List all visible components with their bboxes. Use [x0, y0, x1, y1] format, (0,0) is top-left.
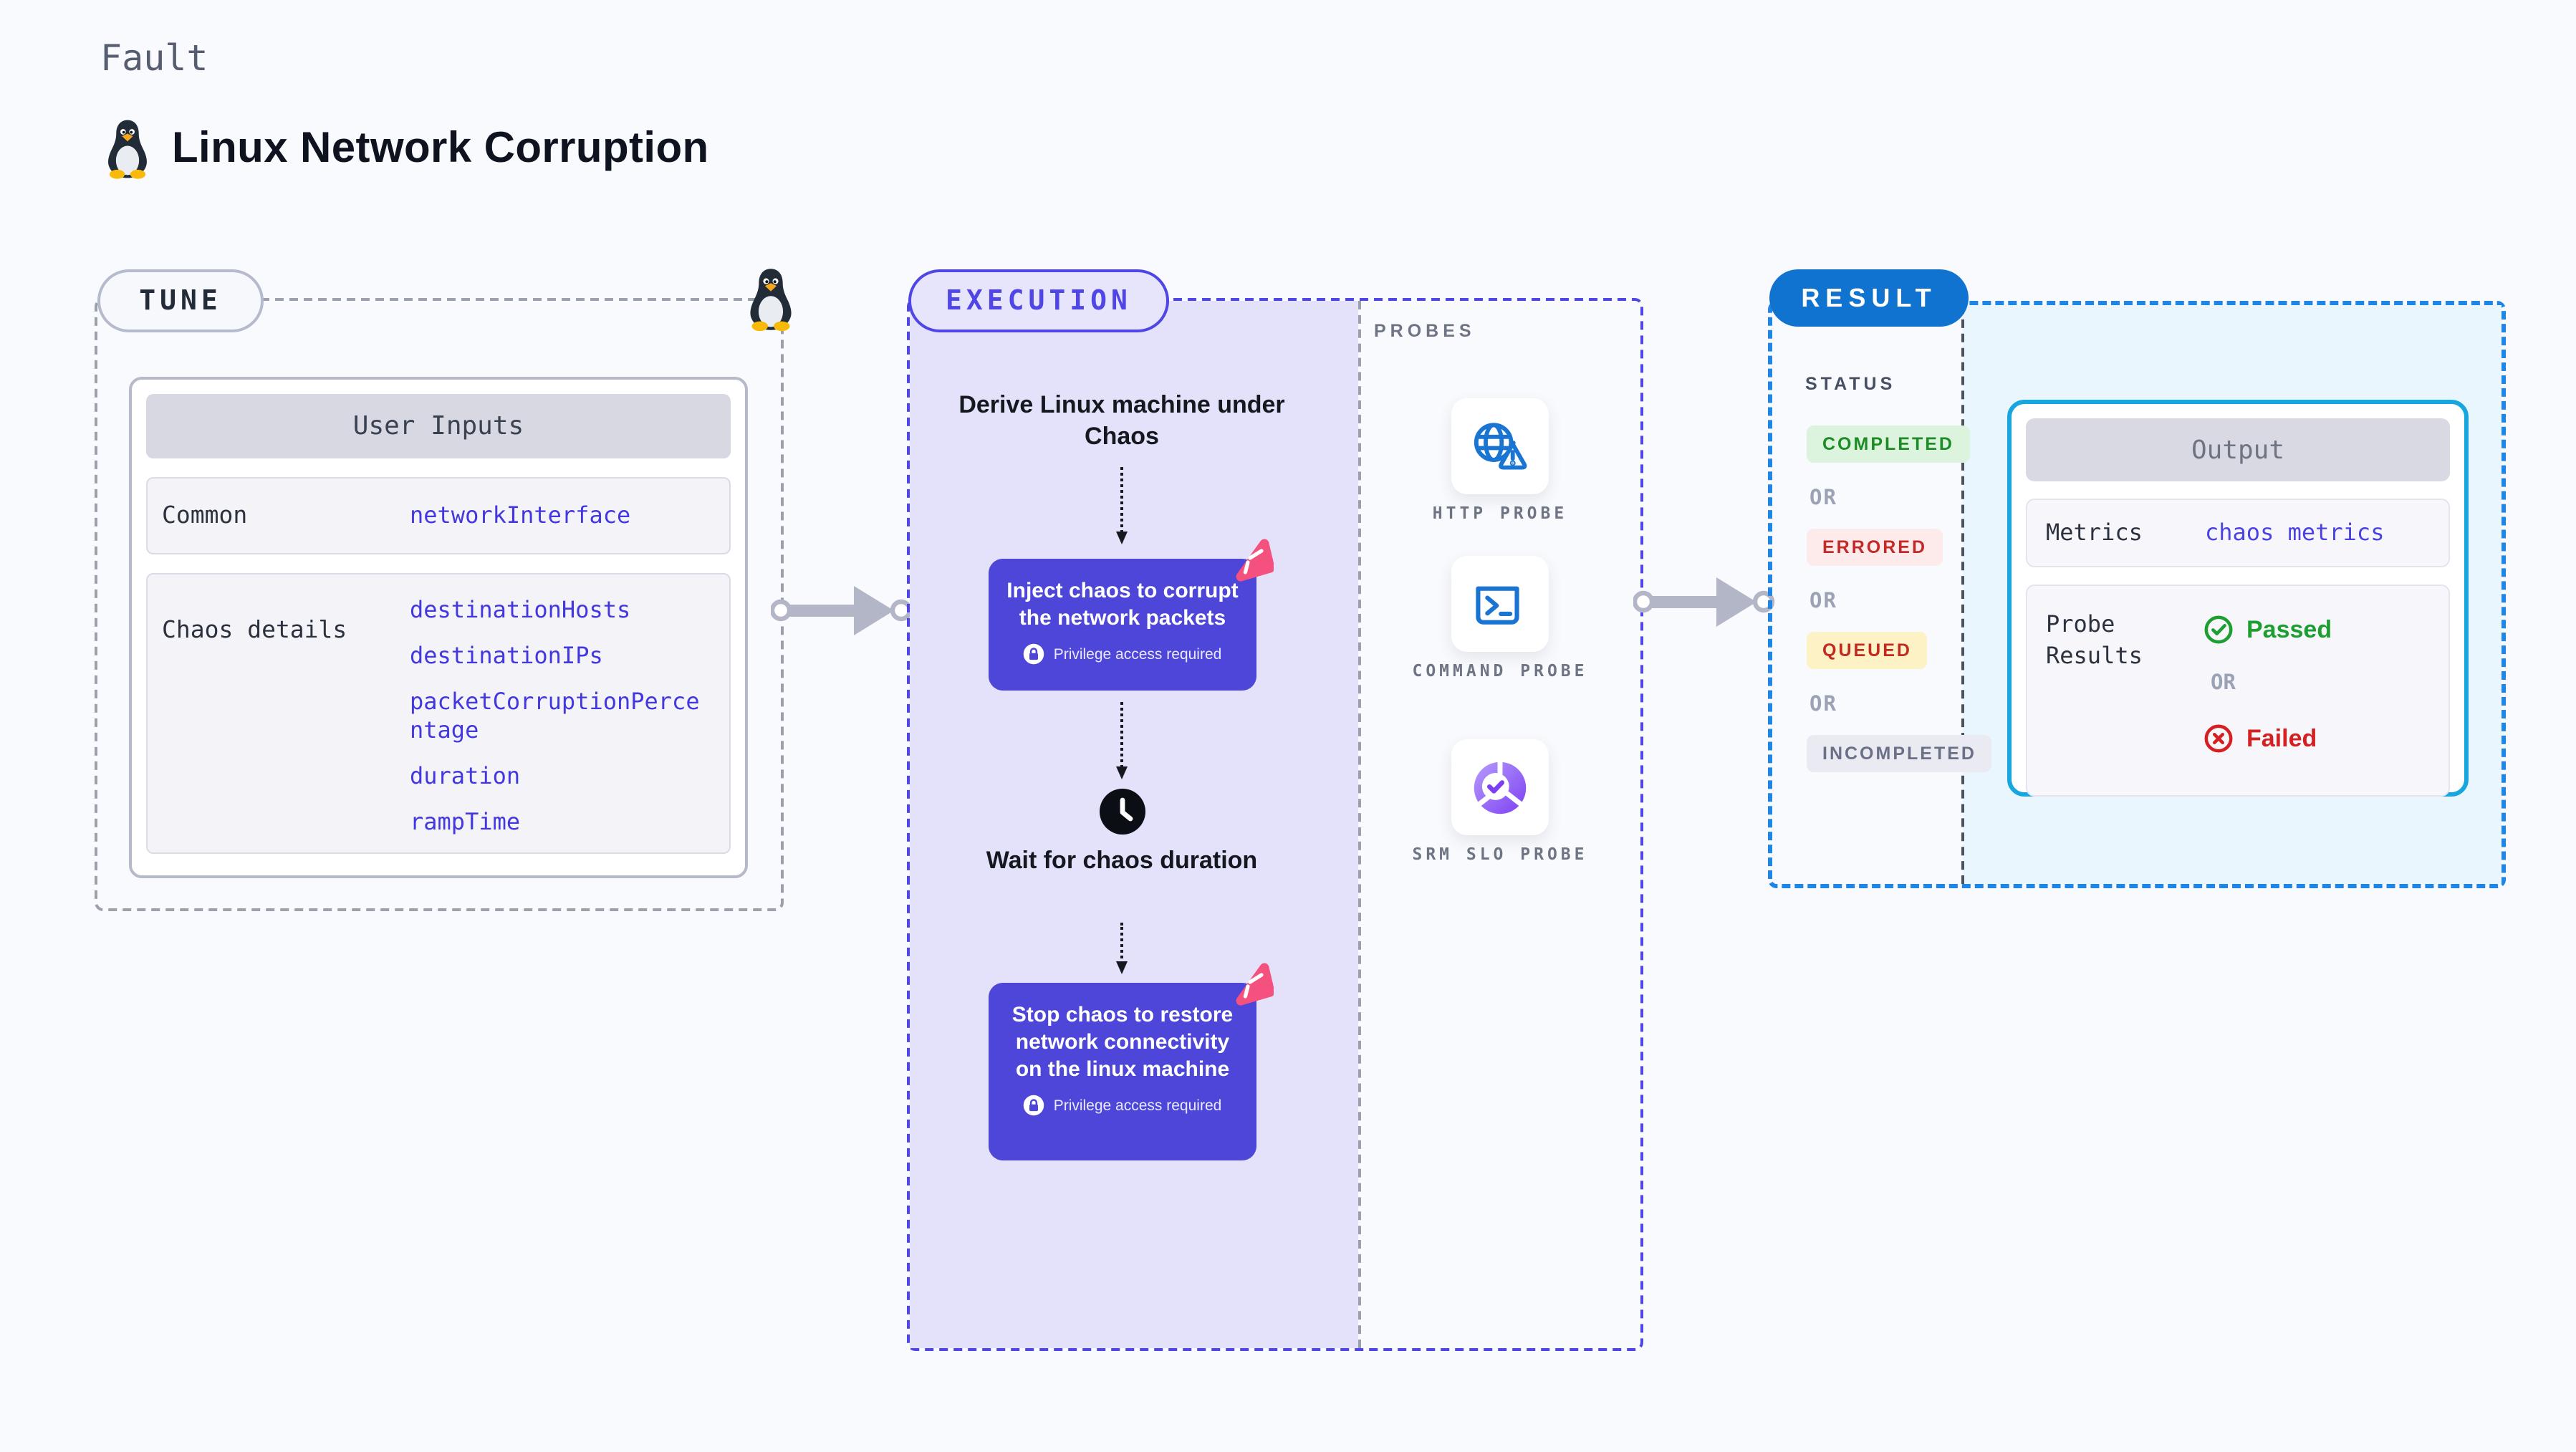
page-title: Linux Network Corruption — [172, 125, 709, 172]
slo-donut-icon — [1474, 760, 1527, 814]
user-inputs-card: User Inputs Common networkInterface Chao… — [129, 377, 748, 878]
user-inputs-row-common: Common networkInterface — [146, 477, 731, 554]
terminal-icon — [1476, 585, 1519, 624]
or-text: OR — [1810, 590, 1837, 613]
or-text: OR — [2211, 672, 2236, 695]
input-link-rampTime[interactable]: rampTime — [410, 808, 521, 835]
lock-icon — [1023, 643, 1045, 665]
user-inputs-row-chaos: Chaos details destinationHosts destinati… — [146, 573, 731, 854]
flow-arrow-down — [1115, 467, 1127, 544]
metrics-value-link[interactable]: chaos metrics — [2205, 519, 2385, 546]
input-link-destinationHosts[interactable]: destinationHosts — [410, 596, 631, 623]
probe-results-label: Probe Results — [2046, 610, 2143, 669]
input-link-destinationIPs[interactable]: destinationIPs — [410, 642, 603, 669]
tune-badge: TUNE — [97, 269, 264, 332]
tux-icon — [108, 120, 147, 179]
failed-result: Failed — [2203, 723, 2317, 754]
status-badge-queued: QUEUED — [1807, 632, 1928, 669]
execution-probes-divider — [1358, 301, 1361, 1348]
chaos-logo-icon — [1229, 963, 1274, 1007]
probe-label-http: HTTP PROBE — [1432, 503, 1568, 523]
stop-step-text: Stop chaos to restore network connectivi… — [1011, 1003, 1234, 1082]
status-output-divider — [1961, 305, 1964, 884]
input-link-duration[interactable]: duration — [410, 762, 521, 789]
probe-label-command: COMMAND PROBE — [1412, 660, 1588, 681]
failed-text: Failed — [2246, 724, 2317, 751]
probe-card-command — [1451, 556, 1549, 652]
inject-step-text: Inject chaos to corrupt the network pack… — [1006, 579, 1239, 630]
or-text: OR — [1810, 693, 1837, 716]
status-badge-incompleted: INCOMPLETED — [1807, 735, 1992, 772]
result-badge: RESULT — [1769, 269, 1969, 327]
fault-kicker: Fault — [100, 37, 208, 79]
probe-label-srm: SRM SLO PROBE — [1412, 844, 1588, 864]
flow-arrow-down — [1115, 923, 1127, 974]
tune-to-execution-arrow — [771, 579, 914, 642]
input-link-packetCorruptionPercentage[interactable]: packetCorruptionPercentage — [410, 688, 700, 744]
privilege-note: Privilege access required — [1053, 1097, 1222, 1114]
output-card: Output Metrics chaos metrics Probe Resul… — [2007, 400, 2469, 797]
result-section: STATUS COMPLETED OR ERRORED OR QUEUED OR… — [1768, 301, 2506, 888]
execution-section: Derive Linux machine under Chaos Inject … — [907, 298, 1643, 1351]
row-label: Common — [162, 501, 248, 529]
execution-badge: EXECUTION — [908, 269, 1169, 332]
output-header: Output — [2026, 418, 2450, 481]
user-inputs-header: User Inputs — [146, 394, 731, 458]
or-text: OR — [1810, 487, 1837, 510]
failed-x-icon — [2204, 724, 2233, 753]
status-heading: STATUS — [1805, 374, 1896, 394]
passed-result: Passed — [2203, 615, 2332, 645]
globe-alert-icon — [1474, 422, 1527, 469]
probes-label: PROBES — [1374, 321, 1476, 341]
status-badge-completed: COMPLETED — [1807, 425, 1970, 463]
passed-check-icon — [2204, 615, 2233, 644]
probe-card-http — [1451, 398, 1549, 494]
status-badge-errored: ERRORED — [1807, 529, 1943, 566]
clock-icon — [1100, 789, 1145, 835]
metrics-row: Metrics chaos metrics — [2026, 499, 2450, 567]
inject-chaos-node: Inject chaos to corrupt the network pack… — [989, 559, 1256, 691]
lock-icon — [1023, 1095, 1045, 1116]
flow-arrow-down — [1115, 702, 1127, 779]
metrics-label: Metrics — [2046, 519, 2143, 546]
execution-to-result-arrow — [1633, 570, 1777, 633]
tux-corner-icon — [750, 269, 792, 332]
probe-card-srm — [1451, 739, 1549, 835]
derive-step-text: Derive Linux machine under Chaos — [958, 391, 1285, 450]
privilege-note: Privilege access required — [1053, 645, 1222, 663]
row-label: Chaos details — [162, 616, 347, 643]
input-link-networkInterface[interactable]: networkInterface — [410, 501, 631, 529]
page-header: Linux Network Corruption — [103, 117, 709, 181]
probe-results-row: Probe Results Passed OR — [2026, 585, 2450, 797]
stop-chaos-node: Stop chaos to restore network connectivi… — [989, 983, 1256, 1160]
passed-text: Passed — [2246, 615, 2332, 643]
chaos-logo-icon — [1229, 539, 1274, 583]
wait-step-text: Wait for chaos duration — [986, 847, 1258, 874]
